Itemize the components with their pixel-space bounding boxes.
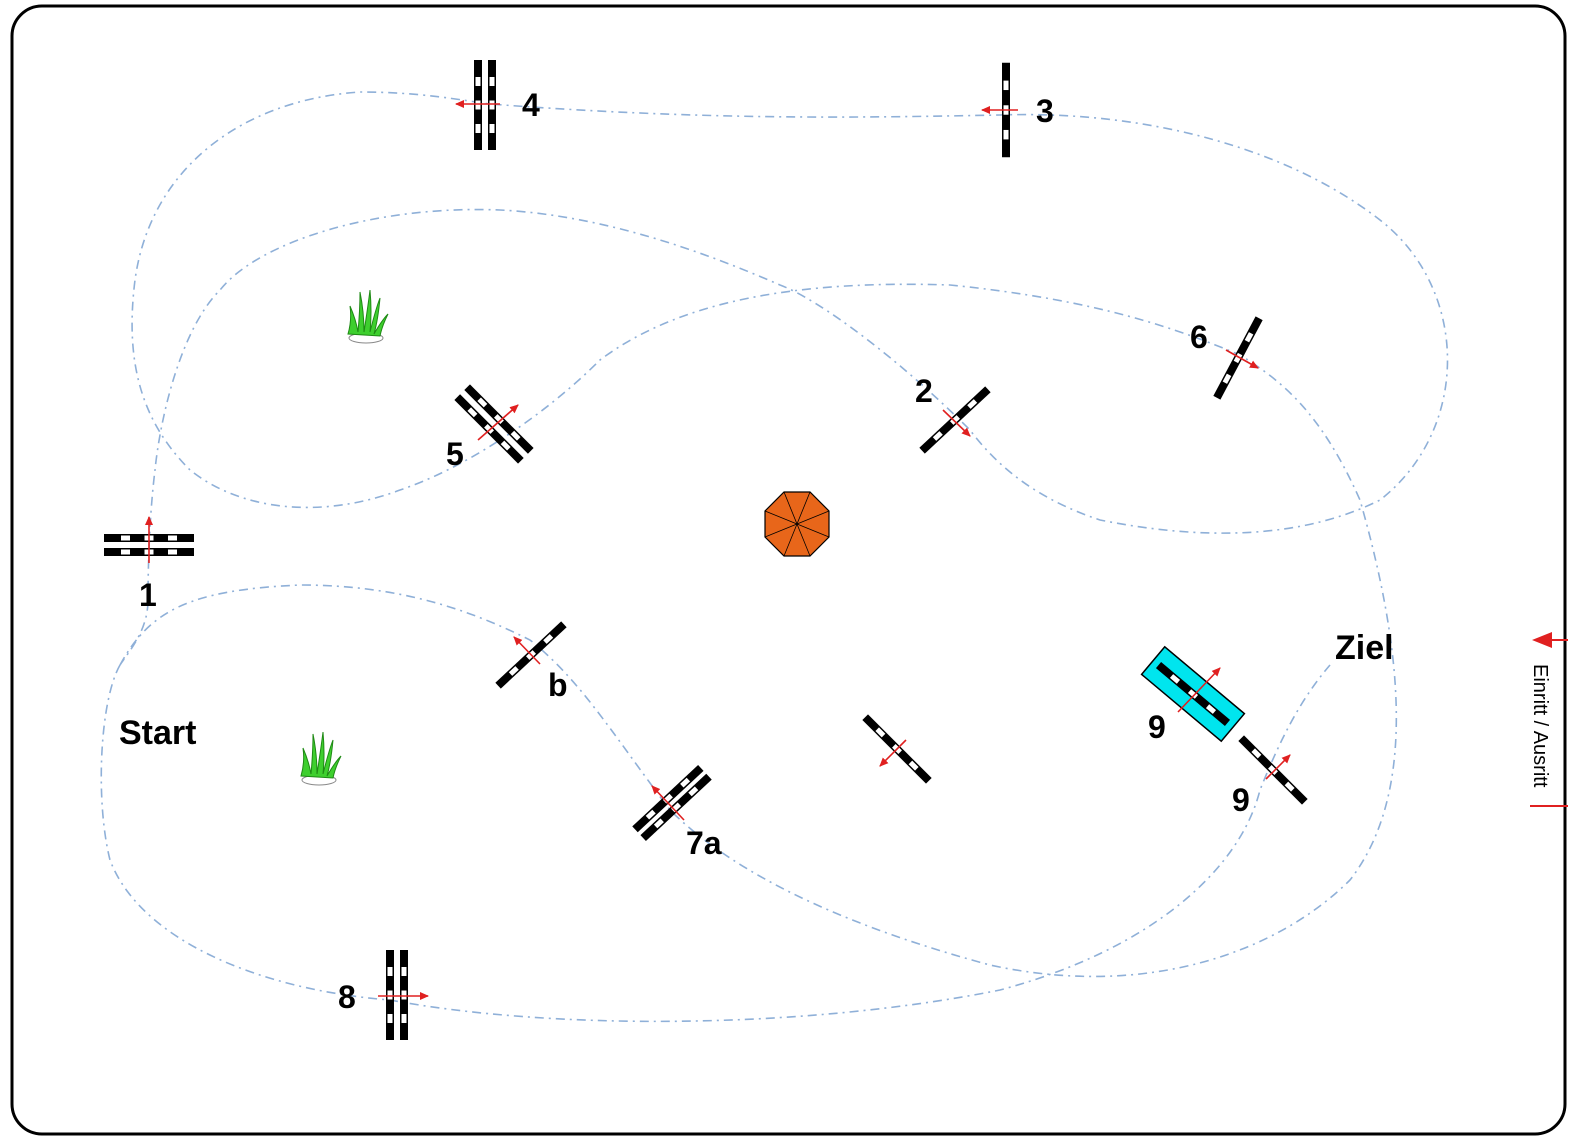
umbrella-icon	[764, 491, 830, 557]
ziel-label: Ziel	[1335, 629, 1394, 667]
fence-6-label: 6	[1190, 319, 1208, 355]
plant-icon	[300, 731, 342, 786]
fence-5-label: 5	[446, 436, 464, 472]
fence-9-label: 9	[1232, 782, 1250, 818]
direction-arrow-icon	[513, 636, 541, 665]
direction-arrow-icon	[1265, 754, 1291, 780]
plant-icon	[347, 289, 389, 344]
direction-arrow-icon	[879, 739, 907, 767]
fence-3-label: 3	[1036, 93, 1054, 129]
fence-7b-label: b	[548, 667, 568, 703]
entrance-arrow-icon	[1530, 632, 1568, 807]
entrance-label: Einritt / Ausritt	[1529, 664, 1551, 788]
fence-8-label: 8	[338, 979, 356, 1015]
start-label: Start	[119, 714, 196, 752]
direction-arrow-icon	[1225, 349, 1259, 369]
fence-1	[104, 516, 194, 563]
course-path	[100, 91, 1449, 1023]
direction-arrow-icon	[477, 404, 519, 441]
fence-9-water-label: 9	[1148, 709, 1166, 745]
direction-arrow-icon	[1177, 667, 1221, 713]
fence-7a-label: 7a	[686, 825, 722, 861]
fence-1-label: 1	[139, 577, 157, 613]
arena-border	[10, 4, 1567, 1136]
fence-2-label: 2	[915, 373, 933, 409]
direction-arrow-icon	[651, 785, 685, 821]
fence-4-label: 4	[522, 87, 540, 123]
direction-arrow-icon	[942, 409, 971, 437]
